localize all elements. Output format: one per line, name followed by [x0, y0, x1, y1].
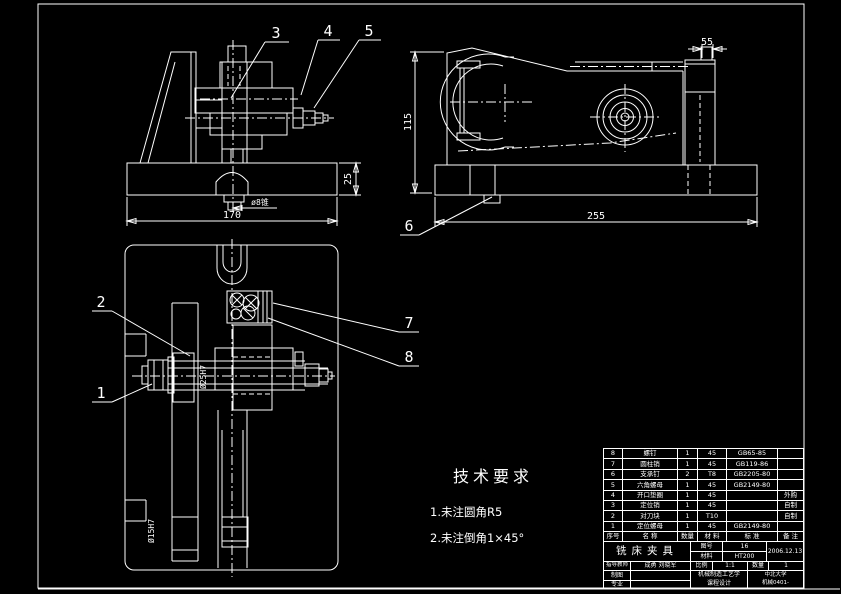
- balloon-3: 3: [271, 24, 280, 42]
- balloon-2: 2: [96, 293, 105, 311]
- course-line1: 机械制造工艺学: [697, 571, 740, 579]
- course-cell: 机械制造工艺学 课程设计: [690, 570, 748, 589]
- dim-255: 255: [587, 211, 605, 222]
- tech-requirement-2: 2.未注倒角1×45°: [430, 531, 525, 545]
- side-view-leaders: [400, 196, 493, 236]
- dim-55: 55: [701, 37, 713, 48]
- balloon-4: 4: [323, 22, 332, 40]
- dim-taper-hole: ø8锥: [251, 197, 269, 207]
- plan-view-leaders: [92, 302, 419, 403]
- front-view-dimensions: [125, 161, 361, 226]
- dim-25: 25: [343, 173, 354, 185]
- front-view: [126, 40, 338, 215]
- dim-bore-25: Ø25H7: [198, 365, 208, 389]
- tech-requirements-title: 技术要求: [453, 467, 534, 486]
- dim-115: 115: [403, 113, 414, 131]
- balloon-1: 1: [96, 384, 105, 402]
- dim-170: 170: [223, 210, 241, 221]
- sheet-frame: [37, 3, 840, 590]
- front-view-leaders: [230, 39, 381, 109]
- plan-view: [124, 239, 339, 577]
- side-view: [434, 46, 758, 204]
- drawing-title: 铣床夹具: [603, 541, 691, 562]
- dim-hole-15: Ø15H7: [146, 519, 156, 543]
- balloon-5: 5: [364, 22, 373, 40]
- balloon-6: 6: [404, 217, 413, 235]
- tech-requirement-1: 1.未注圆角R5: [430, 505, 503, 519]
- school-name: 中北大学: [764, 572, 787, 579]
- title-block: 8 螺钉 1 45 GB65-85 7 圆柱销 1 45 GB119-86 6 …: [603, 448, 804, 589]
- date-value: 2006.12.13: [766, 541, 804, 562]
- course-line2: 课程设计: [706, 579, 731, 587]
- balloon-8: 8: [404, 348, 413, 366]
- school-cell: 中北大学 机械0401-: [747, 570, 804, 589]
- balloon-7: 7: [404, 314, 413, 332]
- side-view-dimensions: [410, 44, 759, 227]
- major-value: [630, 580, 691, 589]
- major-label: 专业: [603, 580, 631, 589]
- class-no: 机械0401-: [762, 579, 789, 586]
